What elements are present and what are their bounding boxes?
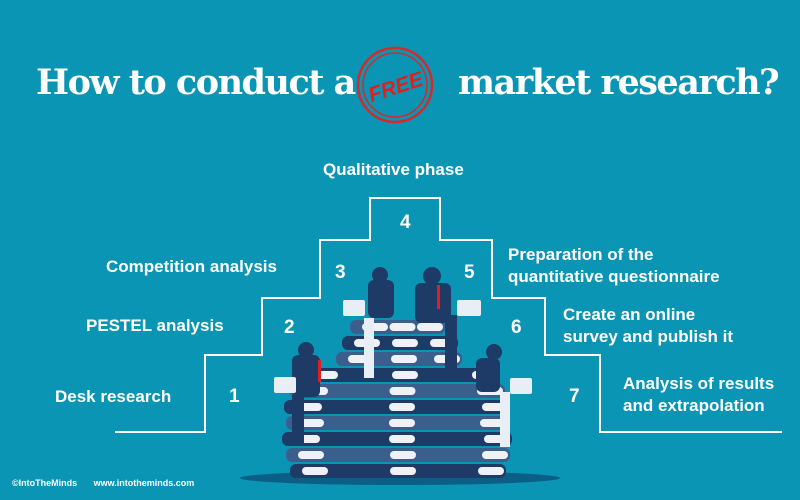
step-5-label-line2: quantitative questionnaire	[508, 267, 720, 286]
step-2-label: PESTEL analysis	[86, 316, 224, 335]
book-pages	[389, 435, 415, 443]
title-part-2: market research?	[458, 62, 780, 103]
book-pages	[302, 467, 328, 475]
book-pages	[417, 323, 443, 331]
copyright: ©IntoTheMinds	[12, 478, 78, 488]
step-7-label: Analysis of results and extrapolation	[623, 373, 774, 417]
step-4-label: Qualitative phase	[323, 160, 464, 179]
step-7-number: 7	[569, 386, 580, 407]
book-pages	[478, 467, 504, 475]
step-7-label-line1: Analysis of results	[623, 374, 775, 393]
book-pages	[389, 419, 415, 427]
book-pages	[482, 451, 508, 459]
footer: ©IntoTheMinds www.intotheminds.com	[12, 478, 208, 488]
step-3-label: Competition analysis	[106, 257, 277, 276]
book-pages	[390, 451, 416, 459]
people-on-books-illustration	[240, 267, 560, 485]
step-7-label-line2: and extrapolation	[623, 396, 765, 415]
step-6-label-line2: survey and publish it	[563, 327, 734, 346]
step-1-label: Desk research	[55, 387, 172, 406]
title-part-1: How to conduct a	[36, 62, 356, 103]
book-pages	[298, 451, 324, 459]
step-3-number: 3	[335, 262, 346, 283]
book-pages	[391, 355, 417, 363]
step-1-number: 1	[229, 386, 240, 407]
step-5-label: Preparation of the quantitative questionn…	[508, 244, 720, 288]
step-6-number: 6	[511, 317, 522, 338]
book-pages	[390, 467, 416, 475]
step-4-number: 4	[400, 212, 411, 233]
book-pages	[389, 323, 416, 331]
step-6-label: Create an online survey and publish it	[563, 304, 733, 348]
book-pages	[392, 339, 418, 347]
step-5-label-line1: Preparation of the	[508, 245, 654, 264]
website-link[interactable]: www.intotheminds.com	[93, 478, 195, 488]
free-stamp-icon: FREE	[356, 46, 434, 124]
step-6-label-line1: Create an online	[563, 305, 696, 324]
book-pages	[389, 387, 416, 395]
step-2-number: 2	[284, 317, 295, 338]
book-pages	[392, 371, 418, 379]
step-5-number: 5	[464, 262, 475, 283]
book-pages	[480, 419, 506, 427]
book-pages	[389, 403, 415, 411]
book-pages	[298, 419, 324, 427]
